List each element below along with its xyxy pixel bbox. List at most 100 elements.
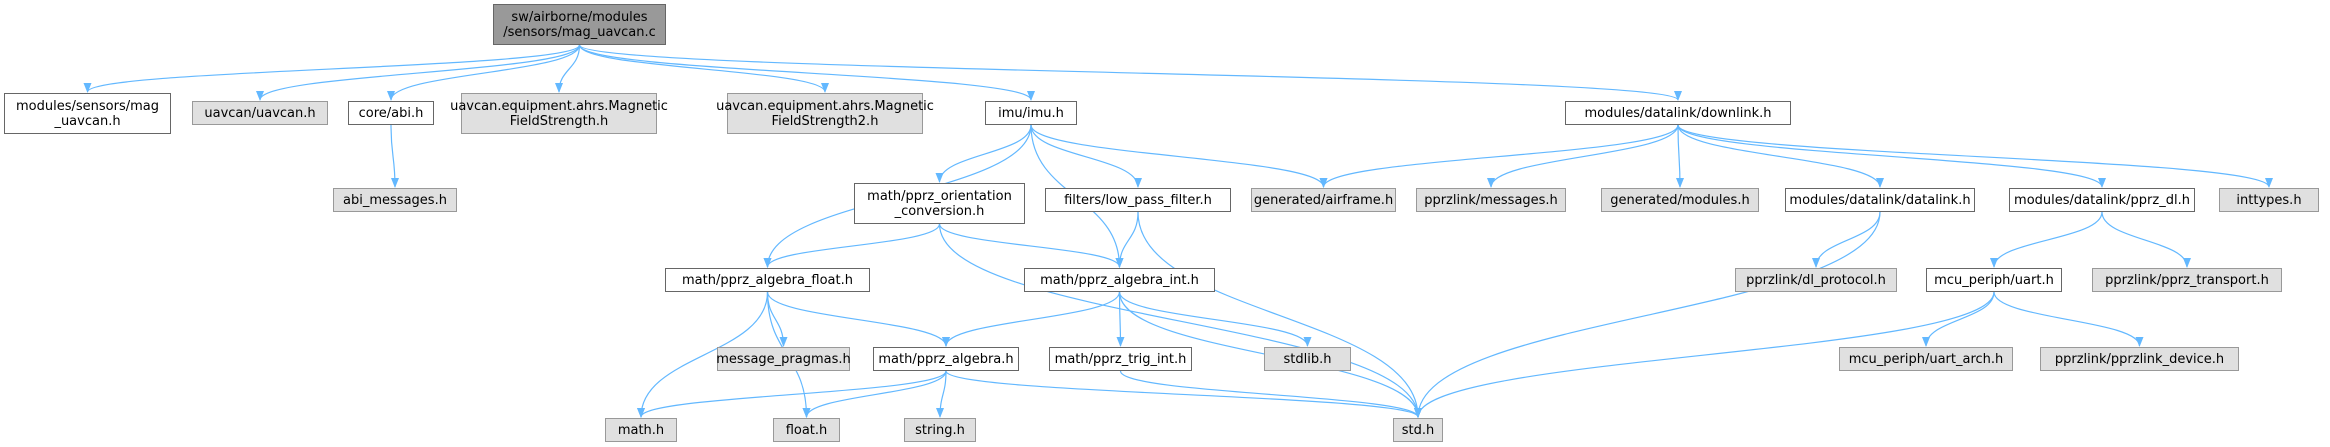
node-message-pragmas-h[interactable]: message_pragmas.h [716,347,851,371]
node-label-line: uavcan.equipment.ahrs.Magnetic [450,98,668,114]
node-label-line: inttypes.h [2236,192,2302,208]
node-label-line: generated/modules.h [1610,192,1750,208]
node-label-line: float.h [785,422,828,438]
edge-low-pass-h-to-algebra-int-h [1115,211,1139,268]
edge-downlink-h-to-modules-h [1675,124,1684,188]
node-label-line: core/abi.h [358,105,424,121]
edge-algebra-int-h-to-stdlib-h [1118,291,1312,347]
node-dl-protocol-h[interactable]: pprzlink/dl_protocol.h [1735,268,1897,292]
node-label-line: mcu_periph/uart.h [1934,272,2054,288]
node-label-line: math/pprz_algebra_float.h [682,272,853,288]
node-label-line: pprzlink/pprz_transport.h [2105,272,2269,288]
edge-root-to-abi-h [387,44,581,101]
node-label-line: pprzlink/messages.h [1424,192,1558,208]
node-std-h[interactable]: std.h [1393,418,1443,442]
node-messages-h[interactable]: pprzlink/messages.h [1416,188,1566,212]
node-label-line: modules/datalink/datalink.h [1789,192,1971,208]
node-datalink-h[interactable]: modules/datalink/datalink.h [1785,188,1975,212]
node-uavcan-h[interactable]: uavcan/uavcan.h [192,101,328,125]
edge-downlink-h-to-pprz-dl-h [1677,124,2106,188]
node-orientation-h[interactable]: math/pprz_orientation_conversion.h [854,183,1025,224]
edge-low-pass-h-to-std-h [1137,211,1422,418]
node-label-line: modules/sensors/mag [16,98,159,114]
node-algebra-float-h[interactable]: math/pprz_algebra_float.h [665,268,870,292]
node-label-line: imu/imu.h [998,105,1064,121]
node-math-h[interactable]: math.h [605,418,677,442]
edge-pprz-dl-h-to-uart-h [1990,211,2103,268]
node-float-h[interactable]: float.h [773,418,840,442]
edge-algebra-int-h-to-algebra-h [942,291,1121,347]
edge-algebra-h-to-math-h [637,370,947,418]
node-label-line: mcu_periph/uart_arch.h [1848,351,2004,367]
edge-downlink-h-to-inttypes-h [1677,124,2273,188]
node-label-line: message_pragmas.h [716,351,851,367]
node-stdlib-h[interactable]: stdlib.h [1264,347,1351,371]
edge-trig-int-h-to-std-h [1119,370,1422,418]
edge-uart-h-to-uart-arch-h [1922,291,1995,347]
node-inttypes-h[interactable]: inttypes.h [2219,188,2319,212]
node-label-line: math.h [617,422,665,438]
node-algebra-h[interactable]: math/pprz_algebra.h [873,347,1019,371]
node-label-line: string.h [915,422,965,438]
node-modules-h[interactable]: generated/modules.h [1601,188,1759,212]
node-uart-h[interactable]: mcu_periph/uart.h [1926,268,2062,292]
node-imu-h[interactable]: imu/imu.h [985,101,1077,125]
node-airframe-h[interactable]: generated/airframe.h [1251,188,1396,212]
edge-root-to-mag-field2 [578,44,829,93]
edge-algebra-h-to-std-h [945,370,1422,418]
edge-algebra-h-to-float-h [802,370,947,418]
node-pprzlink-device-h[interactable]: pprzlink/pprzlink_device.h [2040,347,2239,371]
node-downlink-h[interactable]: modules/datalink/downlink.h [1565,101,1791,125]
node-label-line: stdlib.h [1283,351,1332,367]
edge-pprz-dl-h-to-pprz-transport-h [2101,211,2191,268]
node-mag-uavcan-h[interactable]: modules/sensors/mag_uavcan.h [4,93,171,134]
node-label-line: FieldStrength2.h [771,113,879,129]
edge-root-to-uavcan-h [256,44,581,101]
node-label-line: _uavcan.h [54,113,121,129]
node-label-line: /sensors/mag_uavcan.c [503,24,656,40]
node-algebra-int-h[interactable]: math/pprz_algebra_int.h [1024,268,1215,292]
node-abi-h[interactable]: core/abi.h [348,101,434,125]
node-string-h[interactable]: string.h [904,418,976,442]
node-label-line: math/pprz_algebra.h [878,351,1014,367]
edge-datalink-h-to-dl-protocol-h [1812,211,1881,268]
edge-orientation-h-to-algebra-int-h [938,223,1124,268]
edge-root-to-mag-uavcan-h [83,44,581,93]
node-root[interactable]: sw/airborne/modules/sensors/mag_uavcan.c [493,4,666,45]
edge-algebra-float-h-to-algebra-h [766,291,950,347]
node-pprz-transport-h[interactable]: pprzlink/pprz_transport.h [2092,268,2282,292]
edge-orientation-h-to-std-h [938,223,1422,418]
node-low-pass-h[interactable]: filters/low_pass_filter.h [1045,188,1231,212]
edge-imu-h-to-orientation-h [935,124,1032,183]
edge-imu-h-to-airframe-h [1030,124,1328,188]
edge-downlink-h-to-airframe-h [1319,124,1679,188]
edge-root-to-downlink-h [578,44,1682,101]
node-label-line: sw/airborne/modules [511,9,648,25]
node-label-line: math/pprz_algebra_int.h [1040,272,1199,288]
edge-root-to-imu-h [578,44,1035,101]
edge-datalink-h-to-std-h [1414,211,1881,418]
edge-imu-h-to-low-pass-h [1030,124,1142,188]
edge-abi-h-to-abi-messages-h [390,124,399,188]
node-label-line: math/pprz_trig_int.h [1054,351,1187,367]
node-label-line: uavcan/uavcan.h [204,105,316,121]
edge-uart-h-to-pprzlink-device-h [1993,291,2144,347]
node-label-line: pprzlink/dl_protocol.h [1746,272,1886,288]
edge-downlink-h-to-messages-h [1487,124,1679,188]
node-label-line: uavcan.equipment.ahrs.Magnetic [716,98,934,114]
node-label-line: filters/low_pass_filter.h [1064,192,1212,208]
node-label-line: generated/airframe.h [1253,192,1394,208]
node-label-line: modules/datalink/pprz_dl.h [2014,192,2190,208]
node-abi-messages-h[interactable]: abi_messages.h [333,188,457,212]
edge-uart-h-to-std-h [1414,291,1995,418]
edge-algebra-int-h-to-trig-int-h [1116,291,1125,347]
edge-algebra-float-h-to-math-h [637,291,769,418]
node-label-line: _conversion.h [894,203,985,219]
node-label-line: abi_messages.h [343,192,447,208]
node-uart-arch-h[interactable]: mcu_periph/uart_arch.h [1839,347,2013,371]
node-pprz-dl-h[interactable]: modules/datalink/pprz_dl.h [2009,188,2195,212]
node-trig-int-h[interactable]: math/pprz_trig_int.h [1049,347,1192,371]
